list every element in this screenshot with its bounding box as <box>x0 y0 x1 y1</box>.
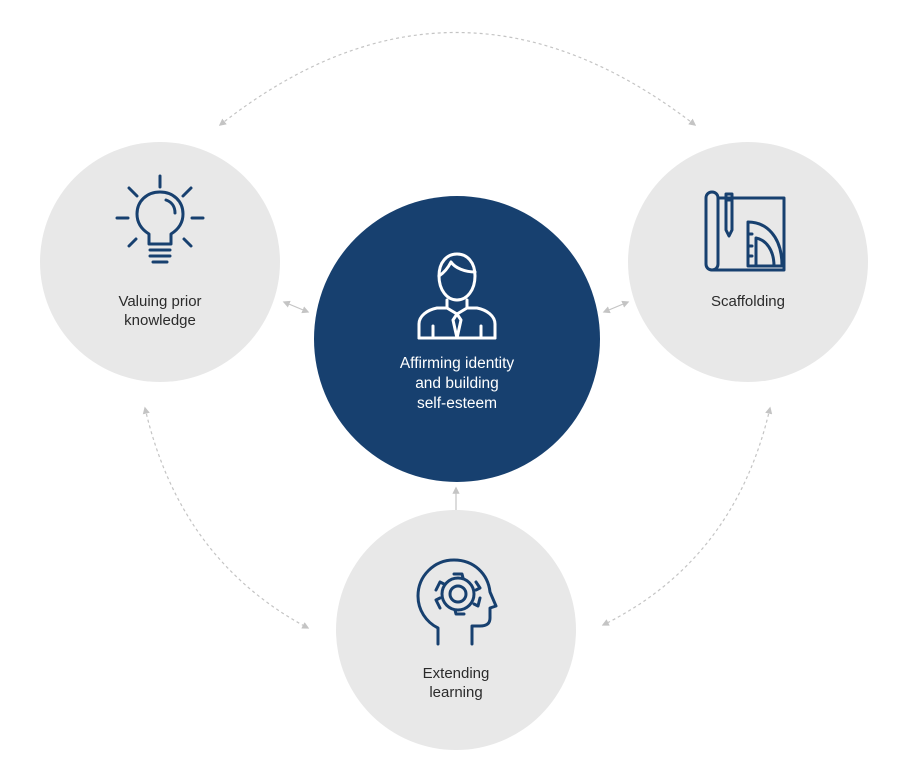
center-right-connector <box>602 300 630 314</box>
label-line: and building <box>415 375 499 392</box>
node-label: Extending learning <box>356 664 556 702</box>
label-line: Scaffolding <box>711 293 785 310</box>
arc-top-connector <box>218 31 697 126</box>
node-extending-learning: Extending learning <box>336 510 576 750</box>
node-label: Valuing prior knowledge <box>60 292 260 330</box>
drafting-tools-icon <box>704 190 786 272</box>
node-label: Affirming identity and building self-est… <box>357 354 557 414</box>
label-line: knowledge <box>124 312 196 329</box>
arc-right-connector <box>601 406 773 626</box>
label-line: Affirming identity <box>399 355 515 372</box>
person-icon <box>417 252 497 340</box>
node-affirming-identity: Affirming identity and building self-est… <box>314 196 600 482</box>
label-line: Extending <box>422 665 490 682</box>
label-line: learning <box>429 684 483 701</box>
arc-left-connector <box>142 406 310 629</box>
node-label: Scaffolding <box>648 292 848 311</box>
lightbulb-icon <box>115 174 205 264</box>
head-gear-icon <box>416 558 498 646</box>
label-line: Valuing prior <box>118 293 202 310</box>
label-line: self-esteem <box>416 395 498 412</box>
node-scaffolding: Scaffolding <box>628 142 868 382</box>
node-valuing-prior-knowledge: Valuing prior knowledge <box>40 142 280 382</box>
center-left-connector <box>282 300 310 314</box>
